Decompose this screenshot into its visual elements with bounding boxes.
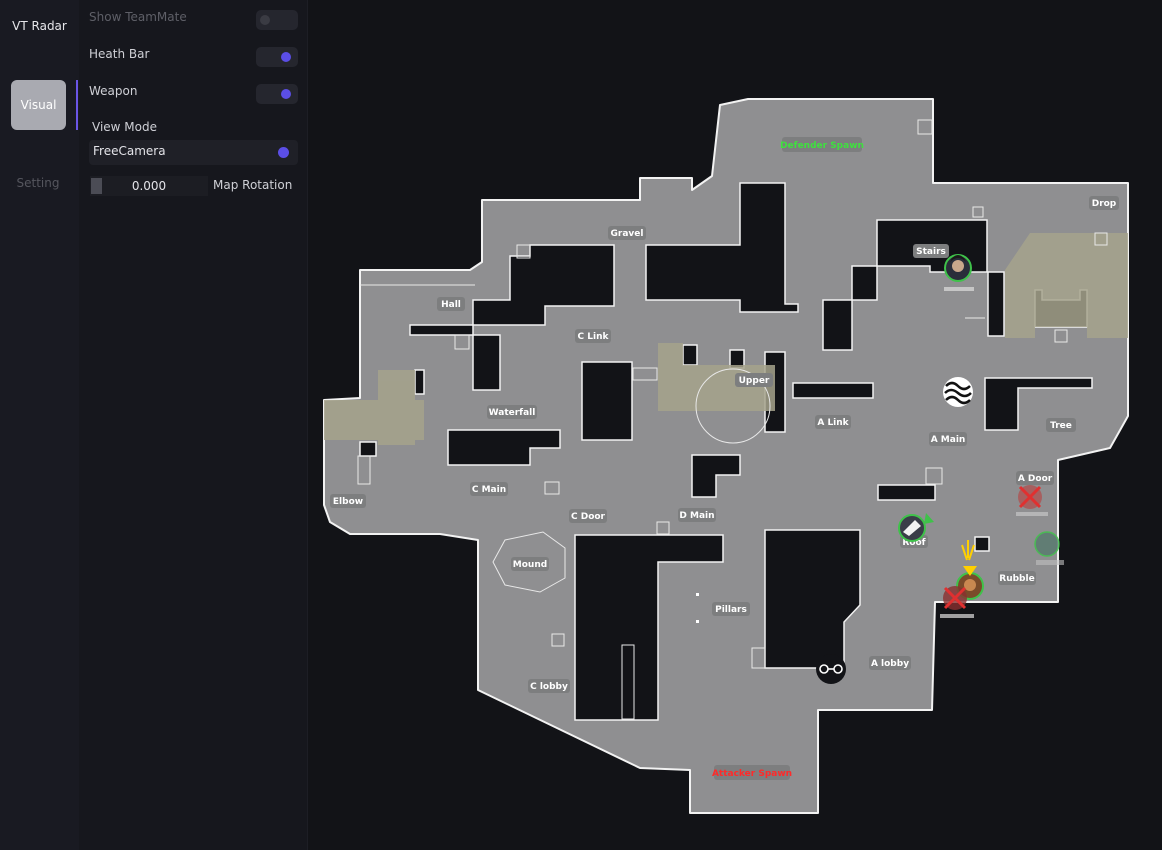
callout-d-main: D Main (679, 511, 714, 521)
select-indicator-icon (278, 147, 289, 158)
weapon-label: Weapon (89, 84, 138, 98)
callout-c-link: C Link (578, 332, 610, 342)
map-rotation-value: 0.000 (131, 179, 167, 193)
nav-active-indicator (76, 80, 78, 130)
sidebar: VT Radar Visual Setting (0, 0, 79, 850)
pillar-markers (696, 593, 699, 623)
callout-elbow: Elbow (333, 497, 363, 507)
enemy-dead-icon (1016, 485, 1048, 516)
callout-a-door: A Door (1018, 474, 1053, 484)
map-outlines (357, 119, 1108, 720)
nav-item-setting[interactable]: Setting (16, 176, 60, 190)
callout-a-main: A Main (931, 435, 966, 445)
callout-defender-spawn: Defender Spawn (780, 141, 864, 151)
ally-agent-icon (956, 540, 984, 600)
callout-rubble: Rubble (999, 574, 1034, 584)
ally-agent-icon (1034, 531, 1064, 565)
callout-c-lobby: C lobby (530, 682, 568, 692)
view-mode-label: View Mode (92, 120, 157, 134)
callout-pillars: Pillars (715, 605, 747, 615)
show-teammate-toggle[interactable] (256, 10, 298, 30)
health-bar-label: Heath Bar (89, 47, 150, 61)
wave-orb-icon (943, 377, 973, 407)
callout-c-door: C Door (571, 512, 606, 522)
callout-roof: Roof (902, 538, 925, 548)
toggle-knob (281, 52, 291, 62)
callout-c-main: C Main (472, 485, 506, 495)
weapon-toggle[interactable] (256, 84, 298, 104)
camera-device-icon (816, 654, 846, 684)
toggle-knob (281, 89, 291, 99)
map-rotation-label: Map Rotation (213, 178, 293, 192)
map-highlight-zones (324, 233, 1128, 445)
view-mode-value: FreeCamera (93, 144, 166, 158)
callout-a-lobby: A lobby (871, 659, 909, 669)
enemy-dead-icon (940, 586, 974, 618)
settings-panel: Show TeamMate Heath Bar Weapon View Mode… (79, 0, 308, 850)
callout-drop: Drop (1092, 199, 1117, 209)
ally-agent-icon (898, 513, 934, 542)
health-bar-toggle[interactable] (256, 47, 298, 67)
callout-a-link: A Link (817, 418, 849, 428)
callout-tree: Tree (1050, 421, 1072, 431)
show-teammate-label: Show TeamMate (89, 10, 187, 24)
callout-waterfall: Waterfall (489, 408, 536, 418)
nav-item-visual[interactable]: Visual (11, 80, 66, 130)
ally-agent-icon (944, 254, 974, 291)
slider-grab-handle[interactable] (91, 178, 102, 194)
callout-upper: Upper (739, 376, 770, 386)
callout-attacker-spawn: Attacker Spawn (712, 769, 792, 779)
map-callouts: Defender Spawn Drop Gravel Stairs Hall C… (330, 137, 1119, 780)
map-rotation-slider[interactable]: 0.000 (90, 176, 208, 196)
toggle-knob (260, 15, 270, 25)
callout-stairs: Stairs (916, 247, 946, 257)
view-mode-select[interactable]: FreeCamera (89, 140, 298, 165)
callout-hall: Hall (441, 300, 461, 310)
callout-gravel: Gravel (611, 229, 644, 239)
nav-item-visual-label: Visual (20, 98, 57, 112)
app-title: VT Radar (12, 19, 67, 33)
callout-mound: Mound (513, 560, 547, 570)
